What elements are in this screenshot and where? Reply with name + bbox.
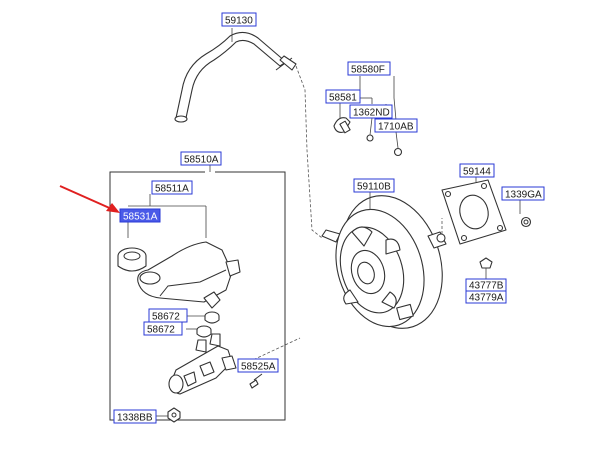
- booster-gasket: [441, 176, 532, 245]
- label-59130[interactable]: 59130: [221, 12, 257, 27]
- label-58511a-text: 58511A: [155, 184, 189, 195]
- vacuum-hose: [174, 28, 297, 123]
- label-58580f[interactable]: 58580F: [347, 61, 391, 76]
- label-1338bb-text: 1338BB: [117, 413, 153, 424]
- label-58672-lower[interactable]: 58672: [143, 321, 183, 336]
- label-58672-upper[interactable]: 58672: [148, 308, 188, 323]
- label-43779a[interactable]: 43779A: [465, 290, 507, 304]
- label-1710ab[interactable]: 1710AB: [374, 118, 418, 133]
- label-58525a[interactable]: 58525A: [237, 358, 279, 373]
- label-58672-lower-text: 58672: [147, 325, 175, 336]
- label-58580f-text: 58580F: [351, 65, 385, 76]
- label-1339ga-text: 1339GA: [505, 190, 542, 201]
- brake-fluid-reservoir: [128, 194, 241, 309]
- label-1362nd-text: 1362ND: [353, 108, 390, 119]
- label-59144[interactable]: 59144: [459, 163, 495, 178]
- label-43777b[interactable]: 43777B: [465, 278, 507, 292]
- label-58672-upper-text: 58672: [152, 312, 180, 323]
- label-1362nd[interactable]: 1362ND: [349, 104, 393, 119]
- label-58510a-text: 58510A: [184, 155, 219, 166]
- label-58581-text: 58581: [329, 93, 357, 104]
- label-43779a-text: 43779A: [469, 293, 504, 304]
- label-1339ga[interactable]: 1339GA: [501, 186, 545, 201]
- label-58581[interactable]: 58581: [325, 89, 361, 104]
- label-58525a-text: 58525A: [241, 362, 276, 373]
- label-1338bb[interactable]: 1338BB: [113, 409, 157, 424]
- label-58510a[interactable]: 58510A: [180, 151, 222, 166]
- label-1710ab-text: 1710AB: [378, 122, 414, 133]
- master-cylinder: [168, 333, 301, 395]
- master-cylinder-nut: [156, 407, 181, 423]
- red-pointer-arrow: [59, 185, 120, 213]
- label-58531a-text: 58531A: [123, 212, 158, 223]
- brake-booster: [321, 192, 447, 329]
- label-43777b-text: 43777B: [469, 281, 504, 292]
- master-cylinder-frame: [109, 165, 286, 421]
- label-59110b[interactable]: 59110B: [353, 178, 395, 193]
- booster-nut: [479, 257, 493, 280]
- label-58531a[interactable]: 58531A: [119, 208, 161, 223]
- label-59130-text: 59130: [225, 16, 253, 27]
- reservoir-cap: [117, 222, 147, 272]
- label-58511a[interactable]: 58511A: [151, 180, 193, 195]
- label-59110b-text: 59110B: [357, 182, 391, 193]
- label-59144-text: 59144: [463, 167, 491, 178]
- reservoir-grommets: [186, 311, 220, 338]
